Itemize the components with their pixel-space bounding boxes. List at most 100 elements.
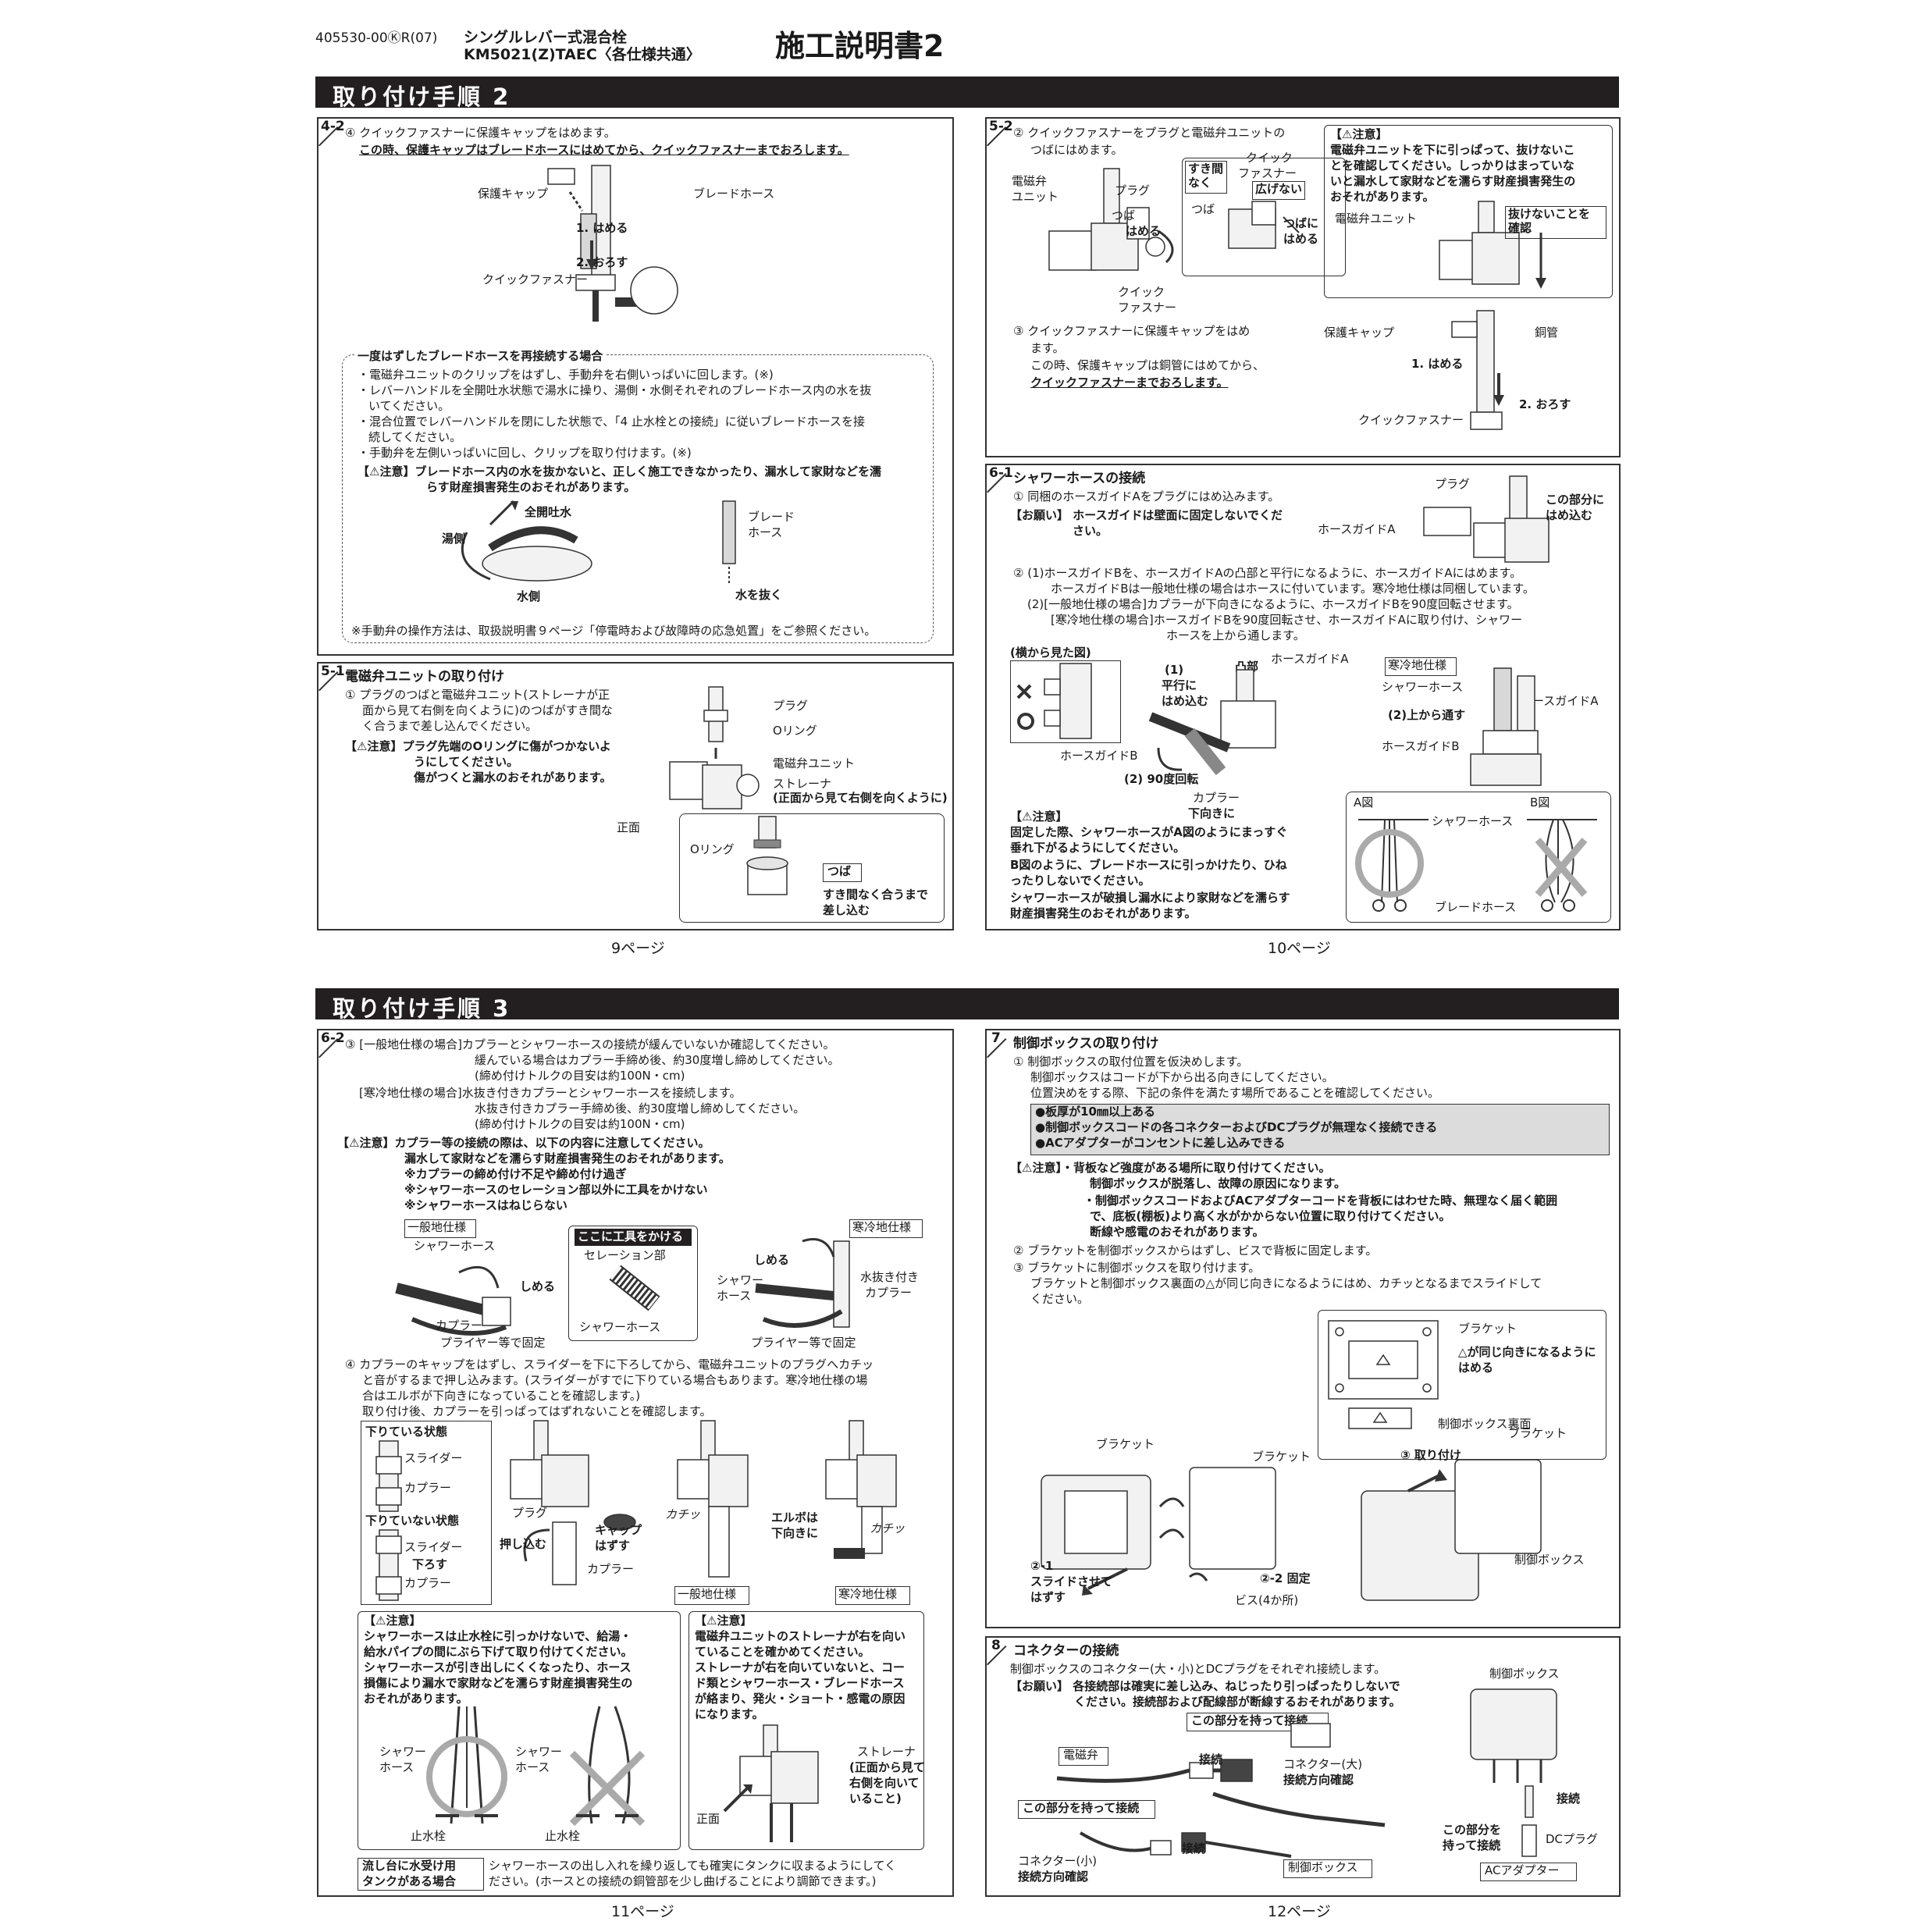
instruction-text: ④ カプラーのキャップをはずし、スライダーを下に下ろしてから、電磁弁ユニットのプ… [345,1357,874,1372]
caution-box-strainer [688,1611,924,1850]
caution-text: 制御ボックスが脱落し、故障の原因になります。 [1090,1176,1347,1190]
label-front: 正面 [617,820,641,834]
label-quick: クイック [1246,151,1293,165]
label-plug: プラグ [512,1506,548,1520]
label-fix-with-pliers: プライヤー等で固定 [751,1336,856,1350]
request-text: 【お願い】 各接続部は確実に差し込み、ねじったり引っぱったりしないで [1010,1679,1400,1693]
reconnect-text: 続してください。 [368,430,462,444]
label-plug: プラグ [773,699,809,713]
label-plug: プラグ [1435,477,1471,491]
bracket-orientation-illustration [1325,1318,1443,1435]
nogap-tag [1185,161,1227,194]
label-fit-without-gap: すき間なく合うまで [823,888,929,902]
caution-text: ていることを確かめてください。 [695,1645,870,1659]
tsuba-tag [823,863,862,882]
label-figure-a: A図 [1354,795,1374,809]
page-number-9: 9ページ [611,940,665,957]
label-insert: はめ込む [1546,508,1593,522]
reconnect-text: いてください。 [368,399,450,413]
cold-region-guide-illustration [1463,667,1549,786]
caution-text: ストレーナが右を向いていないと、コー [695,1660,905,1674]
hose-ab-illustration [1350,809,1605,918]
label-strainer-note: 右側を向いて [849,1776,920,1790]
request-text: ください。接続部および配線部が断線するおそれがあります。 [1074,1695,1401,1709]
label-with-drain: 水抜き付き [860,1270,920,1284]
instruction-text: ホースガイドBは一般地仕様の場合はホースに付いています。寒冷地仕様は同梱していま… [1051,582,1535,596]
label-pass-from-top: (2)上から通す [1388,708,1466,722]
label-hose-guide-b: ホースガイドB [1060,749,1138,763]
caution-title: 【⚠注意】 [364,1614,422,1628]
cold-spec-tag [835,1586,910,1605]
section-title: 取り付け手順 2 [333,84,511,110]
label-hose-guide-b: ホースガイドB [1382,739,1460,753]
label-hold-here: この部分を持って接続 [1191,1713,1308,1727]
caution-text: ※シャワーホースはねじらない [404,1198,568,1212]
page-number-12: 12ページ [1268,1903,1331,1920]
instruction-text: この時、保護キャップは銅管にはめてから、 [1030,358,1265,372]
label-1: (1) [1165,663,1184,677]
serration-detail-box [568,1226,698,1341]
label-hose-guide-a: ホースガイドA [1318,522,1396,536]
label-o-ring-detail: Oリング [690,842,735,856]
label-check-direction: 接続方向確認 [1018,1870,1089,1884]
label-slide: スライドさせて [1030,1574,1113,1589]
caution-text: 給水パイプの間にぶら下げて取り付けてください。 [364,1645,633,1659]
label-step-2: 2. おろす [576,255,628,269]
caution-text: 傷がつくと漏水のおそれがあります。 [414,770,612,785]
label-fastener: ファスナー [1118,301,1177,315]
reconnect-text: ・レバーハンドルを全開吐水状態で湯水に操り、湯側・水側それぞれのブレードホース内… [358,383,872,397]
label-step-attach: ③ 取り付け [1400,1448,1461,1462]
label-bracket: ブラケット [1252,1450,1311,1464]
label-shower: シャワー [717,1273,764,1287]
instruction-text: ③ ブラケットに制御ボックスを取り付けます。 [1013,1261,1261,1275]
label-bracket: ブラケット [1458,1322,1517,1336]
instruction-text: (2)[一般地仕様の場合]カプラーが下向きになるように、ホースガイドBを90度回… [1027,597,1519,611]
caution-text: 電磁弁ユニットを下に引っぱって、抜けないこ [1330,143,1575,157]
instruction-text: ② ブラケットを制御ボックスからはずし、ビスで背板に固定します。 [1013,1244,1378,1258]
step-number: 8 [991,1638,1001,1653]
label-tank-case: タンクがある場合 [362,1874,457,1888]
general-spec-tag [674,1586,749,1605]
braided-hose-drain-illustration [721,500,737,587]
pull-check-tag [1505,206,1606,239]
label-insert: はめ込む [1162,694,1209,708]
caution-text: ド類とシャワーホース・ブレードホース [695,1676,905,1690]
instruction-text: ② (1)ホースガイドBを、ホースガイドAの凸部と平行になるように、ホースガイド… [1013,566,1522,580]
label-figure-b: B図 [1530,795,1550,809]
instruction-text: (締め付けトルクの目安は約100N・cm) [475,1117,685,1131]
product-name: シングルレバー式混合栓 [464,29,628,46]
label-slider: スライダー [404,1540,463,1554]
label-general-spec: 一般地仕様 [678,1587,737,1601]
label-coupler: カプラー [865,1286,913,1300]
cold-click-illustration [818,1420,927,1577]
label-solenoid-valve: 電磁弁 [1063,1748,1099,1762]
label-copper-pipe: 銅管 [1535,326,1559,340]
label-shower-hose: シャワーホース [1432,814,1514,828]
caution-text: 【⚠注意】カプラー等の接続の際は、以下の内容に注意してください。 [337,1136,710,1150]
caution-text: シャワーホースは止水栓に引っかけないで、給湯・ [364,1629,632,1643]
section-band-3: 取り付け手順 3 [315,988,1619,1022]
panel-step-8: 8 コネクターの接続 制御ボックスのコネクター(大・小)とDCプラグをそれぞれ接… [985,1636,1621,1897]
label-apply-tool-here: ここに工具をかける [578,1229,684,1244]
instruction-text: ます。 [1030,341,1065,355]
label-cold-spec: 寒冷地仕様 [838,1587,898,1601]
label-facing-down: 下向きに [771,1526,819,1540]
instruction-text: ④ クイックファスナーに保護キャップをはめます。 [345,126,616,140]
label-valve-unit: 電磁弁 [1012,174,1048,188]
label-serration: セレーション部 [584,1248,666,1262]
label-remove: はずす [1030,1590,1066,1604]
label-hold-here: この部分を持って接続 [1023,1801,1140,1815]
label-attach: はめる [1283,232,1319,246]
quick-fastener-attach-illustration [1018,168,1213,286]
label-cold-spec: 寒冷地仕様 [852,1220,912,1234]
instruction-text: 制御ボックスはコードが下から出る向きにしてください。 [1030,1070,1334,1084]
label-elbow: エルボは [771,1510,819,1525]
label-unit: ユニット [1012,190,1059,204]
label-shower-hose: シャワーホース [1382,680,1464,694]
caution-text: シャワーホースが破損し漏水により家財などを濡らす [1010,891,1290,905]
label-connect: 接続 [1182,1841,1206,1856]
side-view-box [1010,660,1121,743]
label-no-gap-2: なく [1188,176,1212,190]
label-step-2: 2. おろす [1519,397,1571,411]
step-number: 7 [991,1030,1001,1046]
